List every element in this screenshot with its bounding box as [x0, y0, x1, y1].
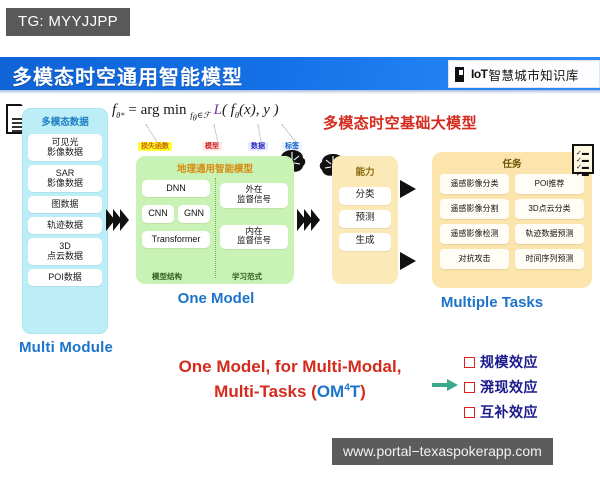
- list-item[interactable]: CNN: [142, 205, 174, 223]
- logo-prefix: IoT: [471, 67, 488, 81]
- telegram-watermark: TG: MYYJJPP: [6, 8, 130, 36]
- effects-list: 规模效应 溌现效应 互补效应: [464, 352, 584, 427]
- multiple-tasks-caption: Multiple Tasks: [440, 294, 544, 311]
- capability-list: 分类 预测 生成: [332, 178, 398, 251]
- list-item[interactable]: POI推荐: [515, 173, 584, 194]
- slogan-line-2-prefix: Multi-Tasks (: [214, 381, 317, 401]
- effect-label: 互补效应: [480, 404, 538, 420]
- list-item[interactable]: 内在监督信号: [220, 224, 288, 250]
- slogan-code-sup: 4: [344, 381, 350, 393]
- list-item[interactable]: 轨迹数据预测: [515, 223, 584, 244]
- list-item[interactable]: 遥感影像分割: [440, 198, 509, 219]
- learning-paradigm-column: 外在监督信号 内在监督信号: [218, 176, 290, 253]
- geo-foundation-model-panel: 地理通用智能模型 DNN CNN GNN Transformer 外在监督信号 …: [136, 156, 294, 284]
- list-item[interactable]: 预测: [339, 209, 391, 228]
- one-model-caption: One Model: [177, 290, 255, 307]
- list-item[interactable]: 可见光影像数据: [28, 133, 102, 162]
- list-item[interactable]: 遥感影像分类: [440, 173, 509, 194]
- red-square-icon: [464, 406, 475, 418]
- column-divider: [215, 178, 216, 278]
- footer-learning-paradigm: 学习范式: [232, 272, 262, 281]
- slogan-line-1: One Model, for Multi-Modal,: [178, 357, 402, 376]
- list-item[interactable]: 规模效应: [464, 352, 584, 372]
- effect-label: 溌现效应: [480, 379, 538, 395]
- list-item[interactable]: 分类: [339, 187, 391, 205]
- effect-label: 规模效应: [480, 354, 538, 370]
- title-bar-shadow: [0, 90, 600, 94]
- objective-formula: fθ* = arg min fθ∈ℱ L( fθ(x), y ): [112, 102, 279, 123]
- list-item[interactable]: DNN: [142, 180, 210, 198]
- list-item[interactable]: 图数据: [28, 195, 102, 214]
- formula-label-label: 标签: [282, 142, 302, 151]
- model-structure-column: DNN CNN GNN Transformer: [140, 176, 212, 252]
- tasks-list: 遥感影像分类 POI推荐 遥感影像分割 3D点云分类 遥感影像检测 轨迹数据预测…: [437, 171, 587, 271]
- slogan-code-tail: T: [349, 381, 361, 401]
- flow-chevrons-left: [106, 209, 129, 231]
- logo-label: 智慧城市知识库: [488, 68, 579, 83]
- url-watermark: www.portal−texaspokerapp.com: [332, 438, 553, 465]
- page-title: 多模态时空通用智能模型: [12, 67, 243, 89]
- checklist-icon: ✓▬ ✓▬ ✓▬ ✓▬: [572, 144, 594, 178]
- arrow-to-tasks-bottom: [400, 252, 416, 270]
- red-square-icon: [464, 381, 475, 393]
- slogan-line-2-suffix: ): [360, 381, 366, 401]
- footer-model-structure: 模型结构: [152, 272, 182, 281]
- book-icon: [455, 66, 470, 82]
- list-item[interactable]: 生成: [339, 232, 391, 251]
- list-item[interactable]: 互补效应: [464, 402, 584, 422]
- capability-header: 能力: [355, 167, 375, 178]
- formula-term-labels: 损失函数 模型 数据 标签: [116, 142, 312, 155]
- list-item[interactable]: 轨迹数据: [28, 216, 102, 235]
- list-item[interactable]: 对抗攻击: [440, 248, 509, 269]
- geo-model-footers: 模型结构 学习范式: [136, 271, 294, 283]
- geo-model-header: 地理通用智能模型: [176, 164, 253, 175]
- multi-module-caption: Multi Module: [18, 339, 114, 356]
- capability-panel: 能力 分类 预测 生成: [332, 156, 398, 284]
- arrow-to-tasks-top: [400, 180, 416, 198]
- formula-label-data: 数据: [248, 142, 268, 151]
- formula-label-model: 模型: [202, 142, 222, 151]
- list-item[interactable]: Transformer: [142, 230, 210, 249]
- list-item[interactable]: 时间序列预测: [515, 248, 584, 269]
- knowledge-base-logo: IoT 智慧城市知识库: [448, 60, 600, 88]
- list-item[interactable]: 3D点云分类: [515, 198, 584, 219]
- tasks-panel: 任务 遥感影像分类 POI推荐 遥感影像分割 3D点云分类 遥感影像检测 轨迹数…: [432, 152, 592, 288]
- green-arrow-icon: [432, 378, 458, 391]
- red-square-icon: [464, 356, 475, 368]
- foundation-model-heading: 多模态时空基础大模型: [322, 115, 477, 132]
- list-item[interactable]: POI数据: [28, 268, 102, 287]
- geo-model-columns: DNN CNN GNN Transformer 外在监督信号 内在监督信号: [136, 176, 294, 282]
- multimodal-data-header: 多模态数据: [41, 117, 89, 128]
- list-item[interactable]: 外在监督信号: [220, 183, 288, 208]
- list-item[interactable]: 溌现效应: [464, 377, 584, 397]
- list-item[interactable]: GNN: [178, 205, 210, 223]
- list-item[interactable]: 遥感影像检测: [440, 223, 509, 244]
- flow-chevrons-right: [297, 209, 320, 231]
- slogan-code: OM: [316, 381, 345, 401]
- slogan: One Model, for Multi-Modal, Multi-Tasks …: [125, 355, 455, 404]
- formula-label-loss: 损失函数: [138, 142, 172, 151]
- formula-connectors: [118, 122, 308, 144]
- tasks-header: 任务: [502, 159, 522, 170]
